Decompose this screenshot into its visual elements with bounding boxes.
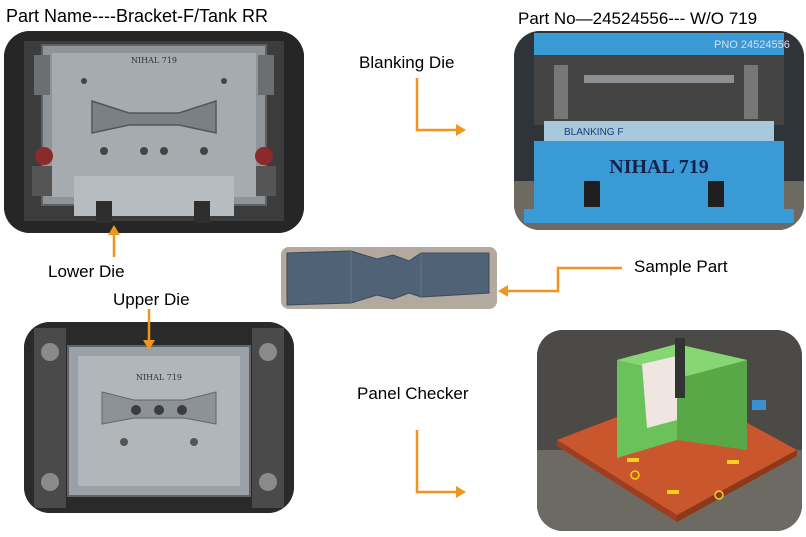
sample-part-label: Sample Part (634, 257, 728, 276)
upper-die-engraving: NIHAL 719 (136, 373, 182, 382)
blanking-marker-text: BLANKING F (564, 127, 623, 138)
lower-die-photo: NIHAL 719 (4, 31, 304, 233)
sample-part-photo (281, 247, 497, 309)
blanking-die-arrow-icon (415, 78, 466, 136)
blanking-die-label: Blanking Die (359, 53, 455, 72)
part-number-label: Part No—24524556--- W/O 719 (518, 9, 758, 28)
lower-die-label: Lower Die (48, 262, 125, 281)
lower-die-engraving: NIHAL 719 (131, 56, 177, 65)
blanking-die-top-text: PNO 24524556 (714, 39, 790, 51)
panel-checker-arrow-icon (415, 430, 466, 498)
blanking-die-plate-text: NIHAL 719 (609, 156, 708, 178)
blanking-die-photo: PNO 24524556 BLANKING F NIHAL 719 (514, 31, 804, 230)
sample-part-arrow-icon (498, 266, 622, 297)
panel-checker-label: Panel Checker (357, 384, 469, 403)
panel-checker-photo (537, 330, 802, 531)
part-name-label: Part Name----Bracket-F/Tank RR (6, 6, 269, 26)
upper-die-photo: NIHAL 719 (24, 322, 294, 513)
lower-die-arrow-icon (108, 225, 120, 257)
upper-die-arrow-icon (143, 309, 155, 350)
upper-die-label: Upper Die (113, 290, 190, 309)
